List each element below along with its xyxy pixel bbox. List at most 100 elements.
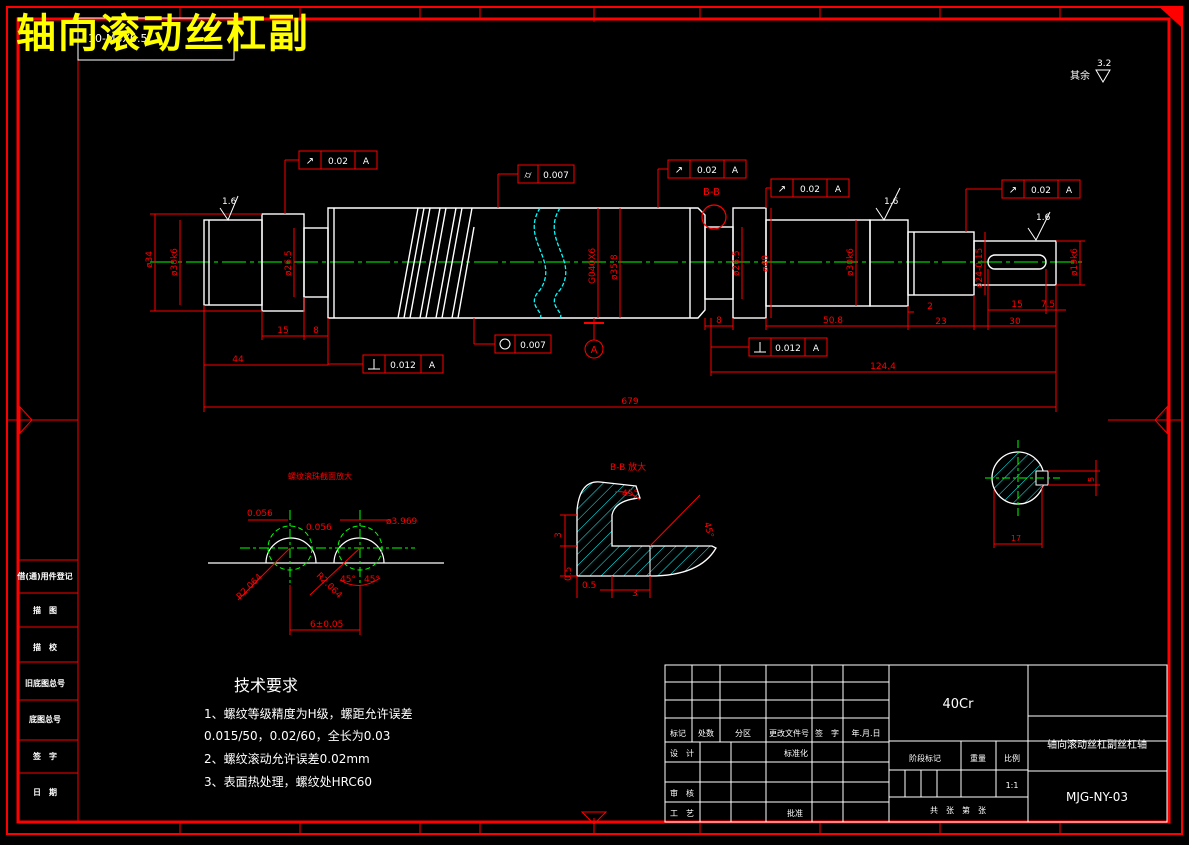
stage-label: 阶段标记 xyxy=(909,753,941,763)
roughness-global-value: 3.2 xyxy=(1097,59,1111,69)
bb-detail: B-B 放大 45° 45° 3 0.5 0.5 3 xyxy=(554,461,717,599)
fcf-1-value: 0.02 xyxy=(328,157,348,167)
key-dim-5: 5 xyxy=(1087,477,1096,482)
bb-dim-45b: 45° xyxy=(701,521,715,539)
svg-text:⌭: ⌭ xyxy=(524,170,532,181)
datum-a-circle xyxy=(584,339,604,359)
dim-l50-8: 50.8 xyxy=(823,316,843,326)
drawing-area-border xyxy=(77,18,1170,823)
dim-d30b: ø30k6 xyxy=(846,248,856,276)
side-row-6: 日 期 xyxy=(33,787,57,797)
diameter-dimension-lines xyxy=(150,208,1085,318)
break-line-left xyxy=(533,207,547,319)
thread-dim-45b: 45° xyxy=(364,575,380,585)
thread-lines xyxy=(397,207,475,319)
bb-dim-05b: 0.5 xyxy=(582,581,596,591)
svg-text:↗: ↗ xyxy=(306,156,314,167)
detail-circle-bb xyxy=(701,204,727,230)
roughness-3: 1.6 xyxy=(1036,213,1051,223)
side-row-4: 底图总号 xyxy=(28,714,61,724)
material: 40Cr xyxy=(943,697,975,712)
keyway xyxy=(987,254,1047,270)
rev-h-5: 年.月.日 xyxy=(851,728,880,738)
dim-l679: 679 xyxy=(621,397,638,407)
dim-d40: ø40 xyxy=(761,255,771,272)
weight-label: 重量 xyxy=(970,753,986,763)
tech-line-3: 2、螺纹滚动允许误差0.02mm xyxy=(204,751,370,766)
fcf-5-datum: A xyxy=(1066,186,1073,196)
dim-d30: ø30k6 xyxy=(170,248,180,276)
dim-d19: ø19k6 xyxy=(1070,248,1080,276)
bb-dim-05a: 0.5 xyxy=(564,567,574,581)
rev-h-3: 更改文件号 xyxy=(769,728,809,738)
dim-l7-5: 7.5 xyxy=(1041,300,1055,310)
outer-border xyxy=(6,6,1183,835)
drawing-number: MJG-NY-03 xyxy=(1066,790,1128,804)
fcf-5-value: 0.02 xyxy=(1031,186,1051,196)
step-section xyxy=(907,231,975,296)
thread-dim-r2064a: R2.064 xyxy=(235,572,265,602)
bb-detail-title: B-B 放大 xyxy=(610,461,646,473)
fcf-5: ↗ 0.02 A xyxy=(1001,179,1081,199)
datum-a-label: A xyxy=(591,345,598,356)
drive-end xyxy=(973,240,1057,286)
dim-l30: 30 xyxy=(1009,317,1021,327)
fcf-1-datum: A xyxy=(363,157,370,167)
bb-dim-3b: 3 xyxy=(632,589,638,599)
tech-line-2: 0.015/50，0.02/60，全长为0.03 xyxy=(204,728,390,743)
fcf-8: 0.012 A xyxy=(748,337,828,357)
fcf-4-datum: A xyxy=(835,185,842,195)
dim-l8b: 8 xyxy=(716,316,722,326)
side-table xyxy=(17,559,79,823)
fcf-7-datum: A xyxy=(429,361,436,371)
dim-g040x6: G040X6 xyxy=(588,248,598,284)
dim-l15: 15 xyxy=(277,326,288,336)
fcf-6: 0.007 xyxy=(494,334,552,354)
dim-l2: 2 xyxy=(927,302,933,312)
scale-label: 比例 xyxy=(1004,753,1020,763)
side-row-2: 描 校 xyxy=(33,642,58,652)
tech-line-4: 3、表面热处理，螺纹处HRC60 xyxy=(204,775,372,789)
dim-l44: 44 xyxy=(232,355,244,365)
sheets-label: 共 张 第 张 xyxy=(930,805,986,815)
fcf-3-value: 0.02 xyxy=(697,166,717,176)
thread-dim-ball: ø3.969 xyxy=(386,517,418,527)
title-block xyxy=(664,664,1168,823)
inner-border xyxy=(16,17,1171,824)
stamp-text: 10-M3X0.5 xyxy=(88,32,148,45)
bb-dim-45a: 45° xyxy=(622,489,638,499)
rev-h-0: 标记 xyxy=(670,728,686,738)
roughness-1: 1.6 xyxy=(222,197,237,207)
svg-text:↗: ↗ xyxy=(1009,185,1017,196)
fcf-8-value: 0.012 xyxy=(775,344,801,354)
zone-ticks xyxy=(179,7,1061,834)
row-check: 审 核 xyxy=(670,788,694,798)
part-name: 轴向滚动丝杠副丝杠轴 xyxy=(1047,738,1147,751)
roughness-global-label: 其余 xyxy=(1070,69,1090,82)
fcf-7-value: 0.012 xyxy=(390,361,416,371)
fcf-6-value: 0.007 xyxy=(520,341,546,351)
dim-d24: ø24-0.15 xyxy=(975,248,985,288)
roughness-2: 1.6 xyxy=(884,197,899,207)
rev-h-4: 签 字 xyxy=(815,728,839,738)
fcf-4-value: 0.02 xyxy=(800,185,820,195)
fcf-3: ↗ 0.02 A xyxy=(667,159,747,179)
section-label-bb: B-B xyxy=(703,187,720,198)
thread-profile-detail: 螺纹滚珠截面放大 0.056 0.056 ø3.969 R2.064 R2.06… xyxy=(208,471,444,635)
keyway-section: 17 5 xyxy=(985,440,1100,548)
key-dim-17: 17 xyxy=(1011,534,1021,543)
side-row-0: 借(通)用件登记 xyxy=(16,571,72,581)
dim-l23: 23 xyxy=(935,317,946,327)
banner-title: 轴向滚动丝杠副 xyxy=(16,10,310,57)
tech-title: 技术要求 xyxy=(234,676,298,695)
right-neck xyxy=(704,226,734,300)
dim-l124-4: 124.4 xyxy=(870,362,896,372)
fcf-2-value: 0.007 xyxy=(543,171,569,181)
dim-d26-5: ø26.5 xyxy=(284,250,294,276)
roughness-symbols xyxy=(219,69,1111,241)
thread-body xyxy=(327,207,706,319)
tech-line-1: 1、螺纹等级精度为H级，螺距允许误差 xyxy=(204,706,413,721)
row-approve: 批准 xyxy=(787,808,803,818)
